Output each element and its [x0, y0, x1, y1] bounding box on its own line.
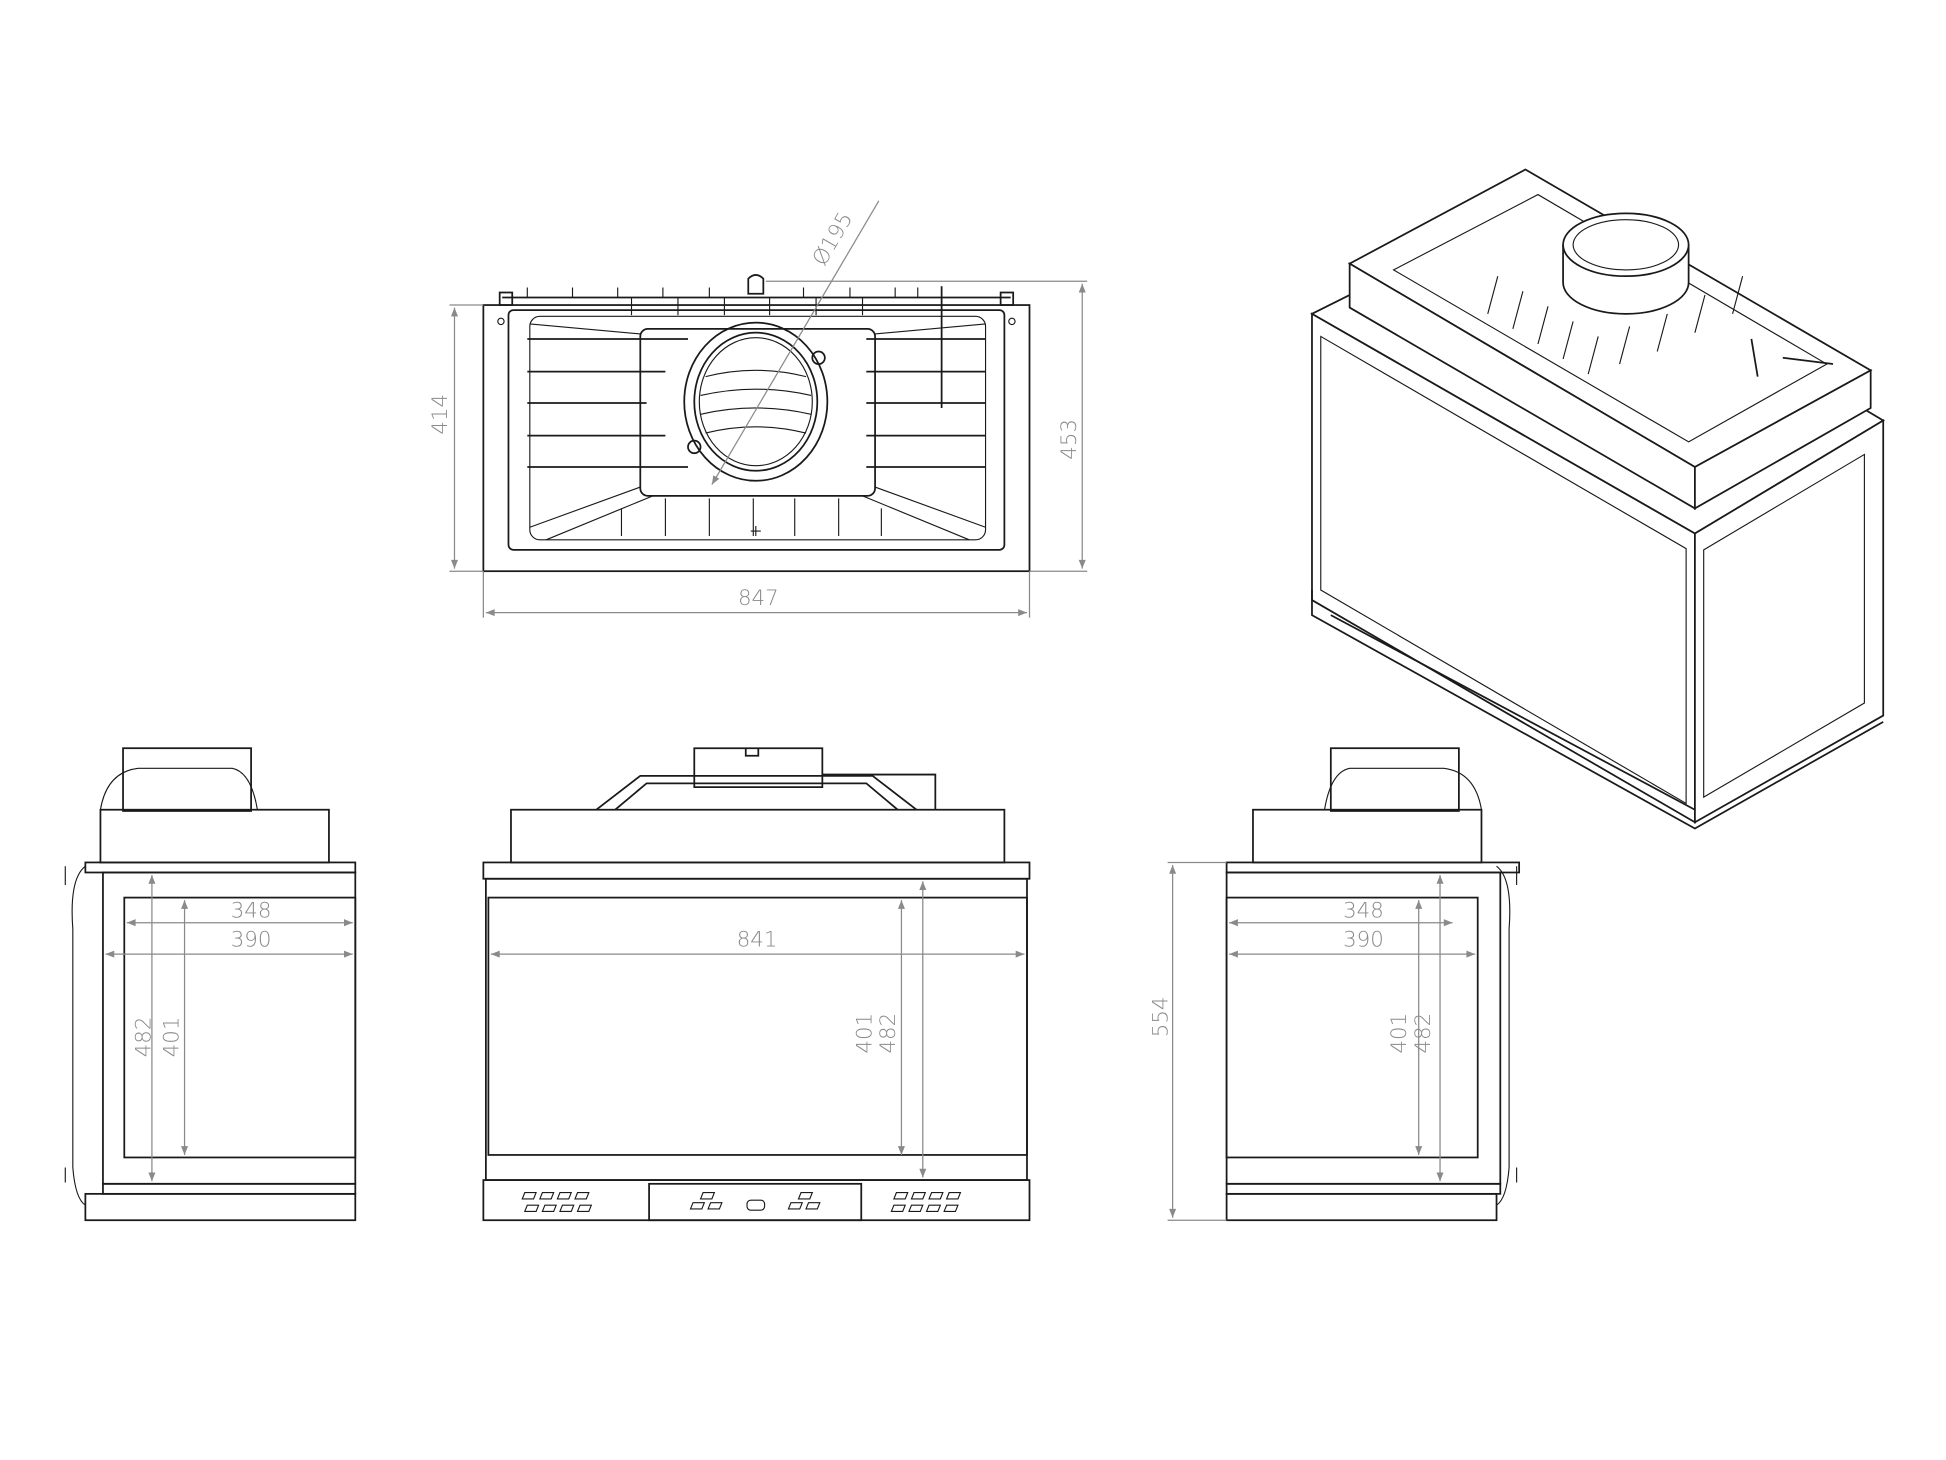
flue-collar: [683, 321, 829, 482]
dim-label-348: 348: [231, 899, 272, 924]
right-glass: [1225, 896, 1479, 1159]
front-glass: [487, 896, 1028, 1156]
iso-flue-collar: [1562, 212, 1690, 315]
air-vents: [521, 1192, 962, 1213]
base-frame: [482, 304, 1031, 573]
left-glass: [123, 896, 357, 1159]
grate-bars-left: [527, 338, 986, 468]
dim-right-401: 401: [1387, 900, 1423, 1155]
dim-left-482: 482: [132, 874, 157, 1182]
front-body: [484, 877, 1028, 1181]
dim-right-390: 390: [1229, 928, 1476, 958]
dim-label-401: 401: [1387, 1013, 1412, 1054]
dim-front-401: 401: [852, 900, 905, 1155]
dim-label-482: 482: [132, 1017, 157, 1058]
dim-label-195: Ø195: [808, 208, 858, 270]
dim-label-414: 414: [428, 394, 453, 435]
dim-414: 414: [428, 304, 484, 572]
dim-diameter-195: Ø195: [711, 200, 880, 485]
top-tabs: [526, 287, 919, 537]
dim-label-453: 453: [1057, 419, 1082, 460]
dim-label-348: 348: [1343, 899, 1384, 924]
dim-label-401: 401: [159, 1017, 184, 1058]
dim-left-401: 401: [159, 900, 189, 1155]
dim-left-390: 390: [105, 928, 353, 958]
firebox-tray: [507, 309, 1006, 551]
air-control-panel: [648, 1182, 863, 1222]
front-view: 841 401 482: [482, 747, 1031, 1222]
iso-side-glass-face: [1694, 418, 1885, 824]
dim-label-390: 390: [231, 928, 272, 953]
dim-label-841: 841: [737, 928, 778, 953]
dim-front-482: 482: [876, 881, 927, 1178]
dim-label-554: 554: [1149, 996, 1174, 1037]
dim-front-841: 841: [490, 928, 1025, 958]
dim-847: 847: [482, 571, 1031, 618]
dim-453: 453: [765, 280, 1088, 572]
dim-right-482: 482: [1411, 874, 1444, 1182]
center-panel: [639, 328, 876, 497]
dim-label-390: 390: [1343, 928, 1384, 953]
right-side-view: 348 390 401 482 554: [1149, 747, 1521, 1222]
isometric-view: [1310, 168, 1885, 830]
dim-label-847: 847: [738, 586, 779, 611]
left-side-view: 348 390 482 401: [64, 747, 357, 1222]
top-view: 414 453 847 Ø195: [428, 200, 1088, 618]
dim-label-401: 401: [852, 1013, 877, 1054]
dim-label-482: 482: [1411, 1013, 1436, 1054]
dim-left-348: 348: [126, 899, 353, 927]
dim-total-554: 554: [1149, 861, 1227, 1221]
dim-label-482: 482: [876, 1013, 901, 1054]
